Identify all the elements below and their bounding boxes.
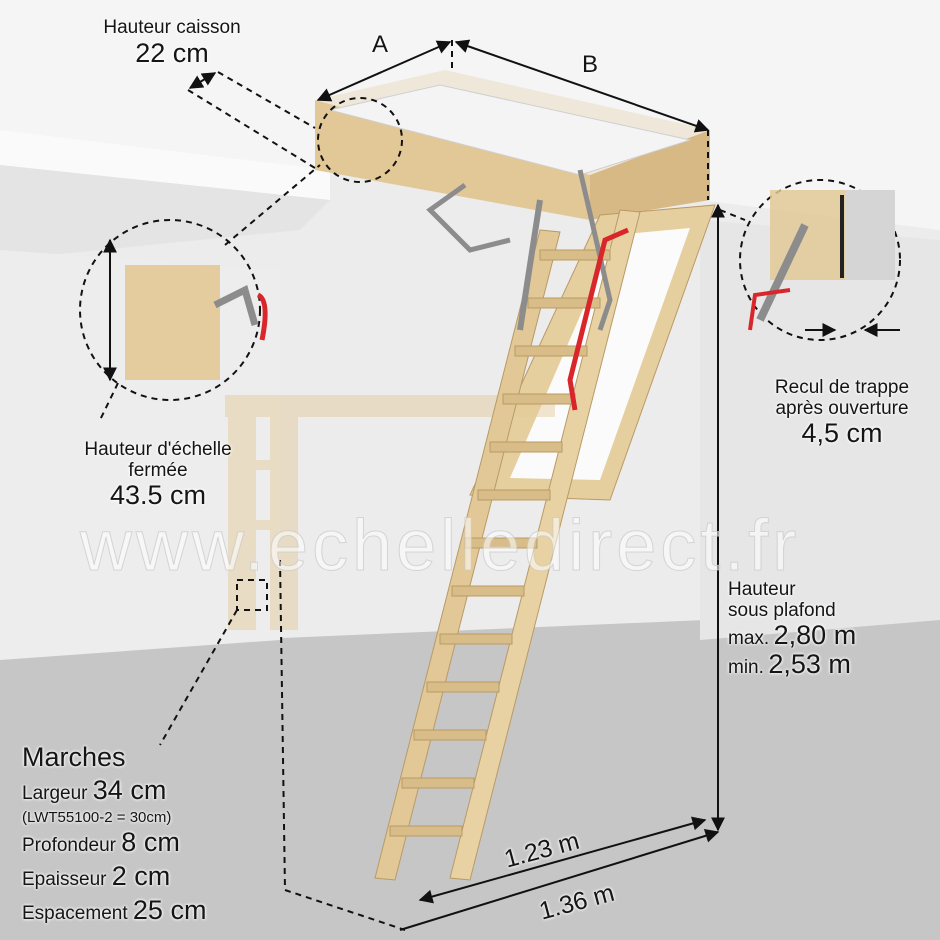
hauteur-line2: sous plafond	[728, 599, 836, 621]
recul-line2: après ouverture	[775, 397, 909, 419]
echelle-fermee-line2: fermée	[128, 459, 188, 481]
hauteur-plafond-label: Hauteur sous plafond max. 2,80 m min. 2,…	[728, 579, 857, 680]
recul-value: 4,5 cm	[801, 418, 883, 449]
marches-specs: Marches Largeur 34 cm (LWT55100-2 = 30cm…	[22, 742, 206, 929]
echelle-fermee-value: 43.5 cm	[109, 480, 207, 511]
dimension-a-label: A	[372, 31, 389, 58]
marches-row-epaisseur: Epaisseur 2 cm	[22, 861, 171, 891]
echelle-fermee-line1: Hauteur d'échelle	[84, 439, 232, 460]
recul-line1: Recul de trappe	[774, 377, 910, 398]
dimension-b-label: B	[582, 51, 599, 78]
marches-row-largeur: Largeur 34 cm	[22, 775, 167, 805]
marches-row-espacement: Espacement 25 cm	[22, 895, 207, 925]
hauteur-min: min. 2,53 m	[728, 649, 851, 680]
detail-right	[748, 190, 900, 337]
marches-title: Marches	[22, 742, 126, 772]
handle-rail	[567, 227, 629, 411]
echelle-fermee-label: Hauteur d'échelle fermée 43.5 cm	[58, 439, 258, 511]
folded-ladder-ghost	[225, 395, 555, 630]
watermark: www.echelledirect.fr	[79, 506, 801, 587]
detail-left	[103, 238, 268, 382]
hauteur-max: max. 2,80 m	[728, 620, 857, 651]
caisson-label: Hauteur caisson 22 cm	[72, 17, 272, 68]
hauteur-line1: Hauteur	[728, 579, 796, 600]
recul-label: Recul de trappe après ouverture 4,5 cm	[752, 377, 932, 449]
marches-note: (LWT55100-2 = 30cm)	[22, 809, 172, 826]
marches-row-profondeur: Profondeur 8 cm	[22, 827, 180, 857]
caisson-title: Hauteur caisson	[103, 17, 241, 38]
caisson-value: 22 cm	[135, 37, 209, 68]
